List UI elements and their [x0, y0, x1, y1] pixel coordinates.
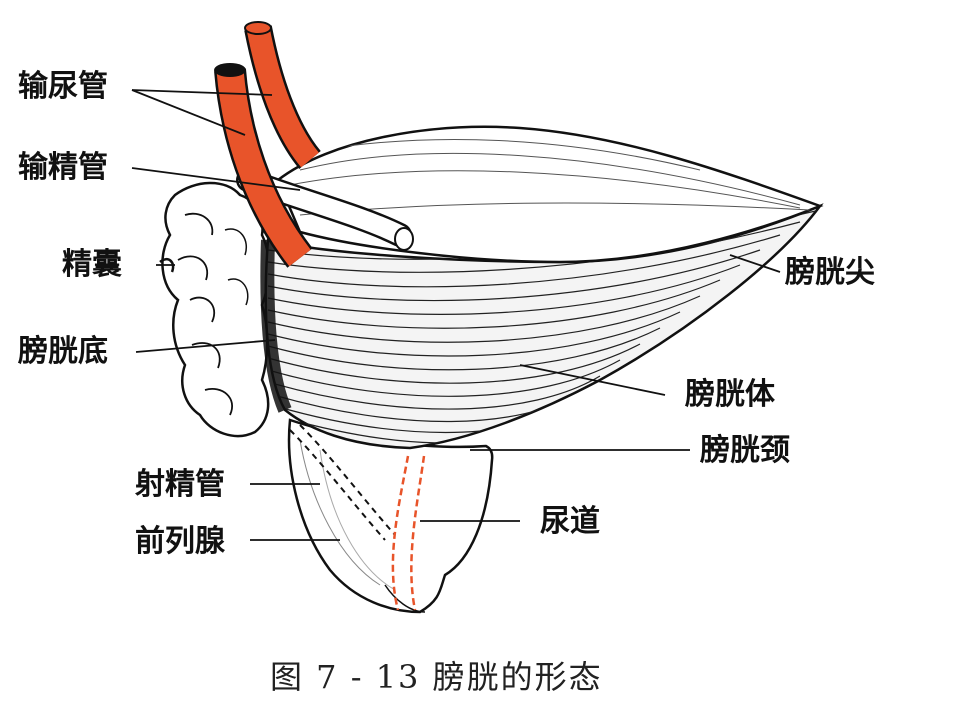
label-ureter: 输尿管 — [18, 69, 108, 104]
bladder-top-shape — [276, 125, 824, 264]
label-bladder-neck: 膀胱颈 — [700, 433, 790, 468]
urethra-lines — [391, 455, 426, 611]
label-bladder-apex: 膀胱尖 — [785, 255, 875, 290]
ureter-tubes — [214, 21, 321, 268]
label-prostate: 前列腺 — [135, 524, 225, 559]
label-urethra: 尿道 — [540, 504, 600, 539]
bladder-body-shape — [260, 203, 824, 450]
label-vas-deferens: 输精管 — [18, 150, 108, 185]
label-bladder-fundus: 膀胱底 — [18, 334, 108, 369]
figure-caption: 图 7 - 13 膀胱的形态 — [270, 658, 603, 696]
label-seminal-vesicle: 精囊 — [62, 247, 122, 282]
prostate-shape — [287, 418, 494, 614]
leader-lines — [131, 89, 781, 541]
label-bladder-body: 膀胱体 — [685, 377, 775, 412]
seminal-vesicle-shape — [159, 181, 270, 438]
label-ejaculatory-duct: 射精管 — [135, 467, 225, 502]
ejaculatory-duct-lines — [289, 424, 396, 541]
